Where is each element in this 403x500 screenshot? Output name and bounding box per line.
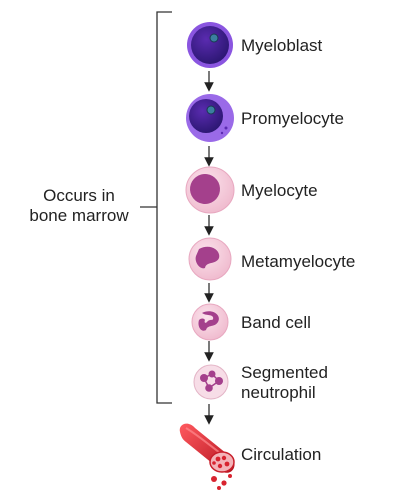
promyelocyte-cell-icon (186, 94, 234, 142)
bone-marrow-label-line1: Occurs in (43, 186, 115, 205)
segmented-neutrophil-icon (193, 364, 229, 400)
myeloblast-cell-icon (187, 22, 233, 68)
band-cell-icon (191, 303, 229, 341)
bone-marrow-label-line2: bone marrow (29, 206, 129, 225)
label-promyelocyte: Promyelocyte (241, 109, 344, 128)
label-band-cell: Band cell (241, 313, 311, 332)
label-segmented-line1: Segmented (241, 363, 328, 382)
label-segmented-line2: neutrophil (241, 383, 316, 402)
blood-vessel-icon (179, 423, 235, 490)
metamyelocyte-cell-icon (188, 237, 232, 281)
label-segmented-neutrophil: Segmented neutrophil (241, 363, 328, 403)
label-myeloblast: Myeloblast (241, 36, 323, 55)
bone-marrow-label: Occurs in bone marrow (10, 186, 148, 226)
label-circulation: Circulation (241, 445, 322, 464)
label-myelocyte: Myelocyte (241, 181, 318, 200)
label-metamyelocyte: Metamyelocyte (241, 252, 356, 271)
myelocyte-cell-icon (185, 166, 235, 214)
bone-marrow-bracket (140, 11, 172, 404)
